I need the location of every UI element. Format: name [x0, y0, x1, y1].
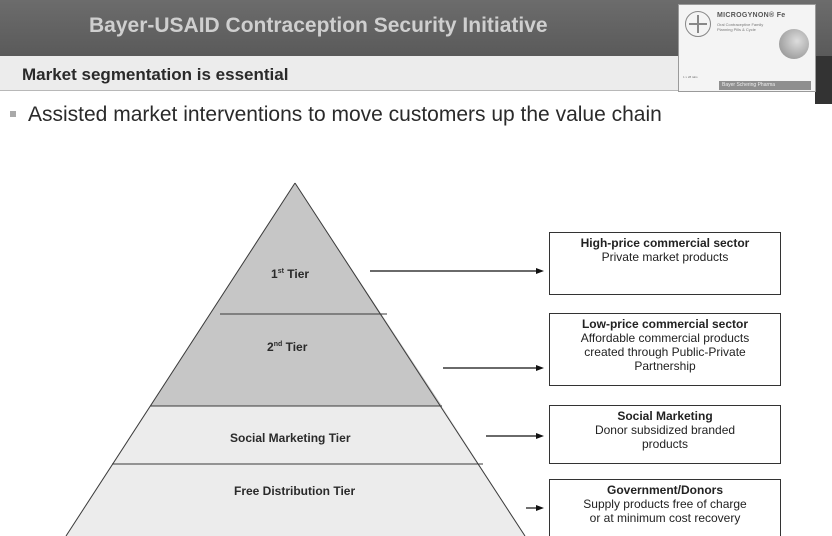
sector-line: products [641, 437, 689, 451]
bullet-square-icon [10, 111, 16, 117]
tier-label-2: 2nd Tier [267, 340, 308, 354]
product-brand: MICROGYNON® Fe [717, 12, 786, 19]
slide-title: Bayer-USAID Contraception Security Initi… [89, 14, 548, 37]
subtitle-bar-accent [815, 56, 832, 104]
sector-box-low-price: Low-price commercial sector Affordable c… [549, 313, 781, 386]
sector-line: Private market products [601, 250, 729, 264]
product-footer: Bayer Schering Pharma [719, 81, 811, 90]
connector-arrow-1 [370, 268, 544, 274]
pill-pack-icon [779, 29, 809, 59]
connector-arrow-4 [526, 505, 544, 511]
bullet-text: Assisted market interventions to move cu… [28, 103, 662, 126]
sector-line: Partnership [634, 359, 696, 373]
sector-title: Government/Donors [606, 483, 723, 497]
bayer-cross-logo-icon [685, 11, 711, 37]
sector-line: Supply products free of charge [583, 497, 747, 511]
connector-arrow-2 [443, 365, 544, 371]
pyramid-upper-fill [150, 183, 442, 406]
sector-title: Social Marketing [617, 409, 713, 423]
pyramid-lower-fill [66, 406, 525, 536]
sector-box-high-price: High-price commercial sector Private mar… [549, 232, 781, 295]
sector-title: Low-price commercial sector [581, 317, 749, 331]
sector-box-social-marketing: Social Marketing Donor subsidized brande… [549, 405, 781, 464]
tier-label-4: Free Distribution Tier [234, 484, 356, 498]
connector-arrow-3 [486, 433, 544, 439]
pyramid-left-edge [65, 182, 296, 536]
product-tagline: Oral Contraceptive Family Planning Pills… [717, 22, 764, 32]
tier-label-1: 1st Tier [271, 267, 310, 281]
product-pack-size: 1 x 28 tabs [683, 75, 698, 79]
sector-box-government-donors: Government/Donors Supply products free o… [549, 479, 781, 536]
sector-title: High-price commercial sector [580, 236, 750, 250]
tier-label-3: Social Marketing Tier [230, 431, 351, 445]
slide-subtitle: Market segmentation is essential [22, 65, 289, 84]
sector-line: created through Public-Private [584, 345, 746, 359]
sector-line: Donor subsidized branded [594, 423, 736, 437]
sector-line: Affordable commercial products [580, 331, 750, 345]
pyramid-right-edge [294, 182, 526, 536]
subtitle-bar [0, 56, 680, 91]
bullet-point: Assisted market interventions to move cu… [10, 103, 662, 127]
sector-line: or at minimum cost recovery [589, 511, 741, 525]
product-image: MICROGYNON® Fe Oral Contraceptive Family… [678, 4, 816, 92]
